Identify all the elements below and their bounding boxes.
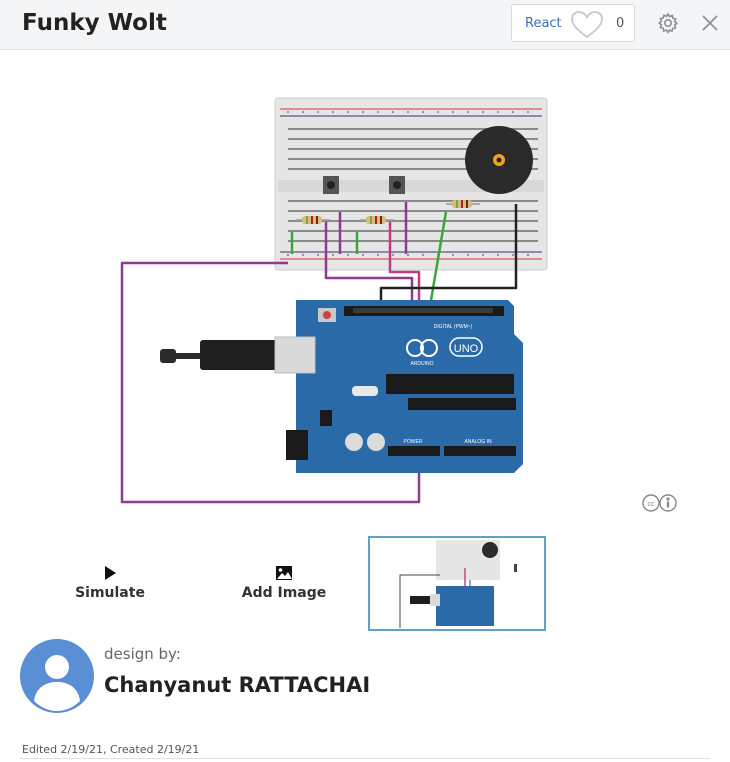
board-digital-label: DIGITAL (PWM~): [434, 324, 473, 330]
circuit-canvas[interactable]: UNO ARDUINO DIGITAL (PWM~) POWER ANALOG …: [108, 92, 548, 512]
heart-icon: [570, 10, 604, 39]
circuit-thumbnail[interactable]: [368, 536, 546, 631]
pushbutton-2: [389, 176, 405, 194]
add-image-button[interactable]: Add Image: [236, 565, 332, 605]
design-by-label: design by:: [104, 645, 181, 663]
react-count: 0: [616, 16, 625, 31]
svg-text:cc: cc: [648, 501, 656, 508]
resistor-3: [446, 200, 480, 208]
simulate-label: Simulate: [75, 585, 145, 601]
creative-commons-icon: cc: [642, 494, 677, 512]
play-icon: [105, 566, 116, 580]
header-bar: Funky Wolt React 0: [0, 0, 730, 50]
arduino-uno-board: UNO ARDUINO DIGITAL (PWM~) POWER ANALOG …: [286, 300, 523, 473]
avatar[interactable]: [20, 639, 94, 713]
board-analog-label: ANALOG IN: [464, 439, 492, 445]
author-name[interactable]: Chanyanut RATTACHAI: [104, 673, 371, 697]
react-button[interactable]: React 0: [511, 4, 635, 42]
footer-divider: [20, 758, 710, 759]
usb-cable: [160, 336, 316, 374]
resistor-1: [296, 216, 330, 224]
piezo-buzzer: [465, 126, 533, 194]
close-icon[interactable]: [699, 12, 721, 34]
gear-icon[interactable]: [657, 12, 679, 34]
board-logo: UNO: [454, 343, 479, 355]
pushbutton-1: [323, 176, 339, 194]
simulate-button[interactable]: Simulate: [70, 565, 150, 605]
breadboard-wires: [290, 202, 518, 254]
add-image-label: Add Image: [241, 585, 327, 601]
board-power-label: POWER: [404, 439, 423, 445]
board-brand: ARDUINO: [410, 361, 433, 367]
resistor-2: [360, 216, 394, 224]
edited-timestamp: Edited 2/19/21, Created 2/19/21: [22, 743, 200, 756]
thumbnail-preview: [399, 540, 517, 628]
react-label: React: [525, 16, 562, 31]
image-icon: [276, 566, 292, 580]
page-title: Funky Wolt: [22, 10, 167, 36]
